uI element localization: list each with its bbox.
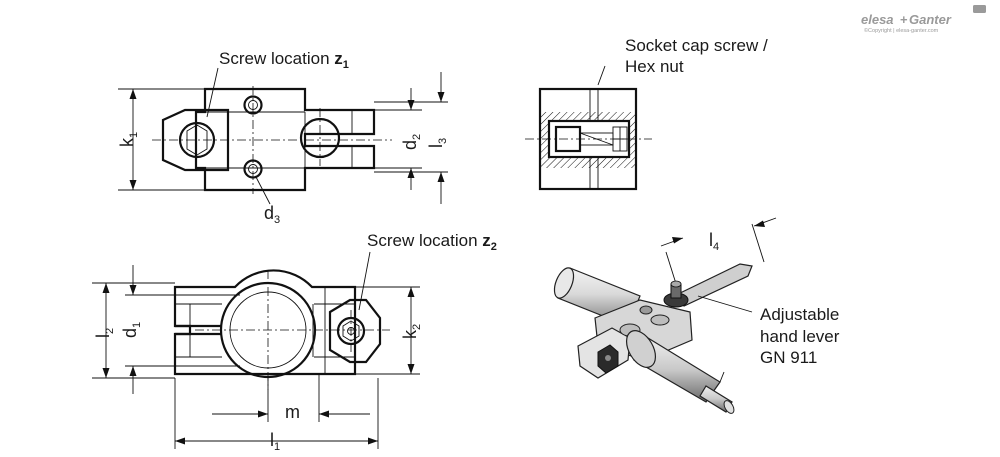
screw-location-z2-label: Screw location z2	[367, 231, 497, 253]
dim-l1: l1	[270, 430, 280, 453]
dim-d3: d3	[264, 203, 280, 226]
dim-k2: k2	[400, 324, 423, 339]
section-view-drawing	[525, 65, 652, 191]
logo-brand-b: Ganter	[909, 12, 952, 27]
dim-k1: k1	[117, 132, 140, 147]
logo-brand-a: elesa	[861, 12, 894, 27]
clamp-3d-illustration	[553, 217, 777, 414]
dim-l3: l3	[426, 138, 449, 148]
logo-badge-icon	[973, 5, 986, 13]
hand-lever-label-line3: GN 911	[760, 348, 817, 367]
screw-location-z1-label: Screw location z1	[219, 49, 349, 71]
dim-d1: d1	[120, 322, 143, 338]
dim-d2: d2	[400, 134, 423, 150]
front-view-drawing	[92, 251, 420, 449]
logo-plus: +	[900, 12, 908, 27]
top-view-drawing	[118, 67, 448, 205]
logo-copyright: ©Copyright | elesa-ganter.com	[864, 27, 939, 34]
dim-l2: l2	[93, 328, 116, 338]
socket-cap-label-line1: Socket cap screw /	[625, 36, 768, 55]
hand-lever-label-line1: Adjustable	[760, 305, 839, 324]
dim-l4: l4	[709, 230, 719, 253]
socket-cap-label-line2: Hex nut	[625, 57, 684, 76]
hand-lever-label-line2: hand lever	[760, 327, 840, 346]
dim-m: m	[285, 402, 300, 422]
brand-logo: elesa + Ganter ©Copyright | elesa-ganter…	[861, 5, 986, 34]
